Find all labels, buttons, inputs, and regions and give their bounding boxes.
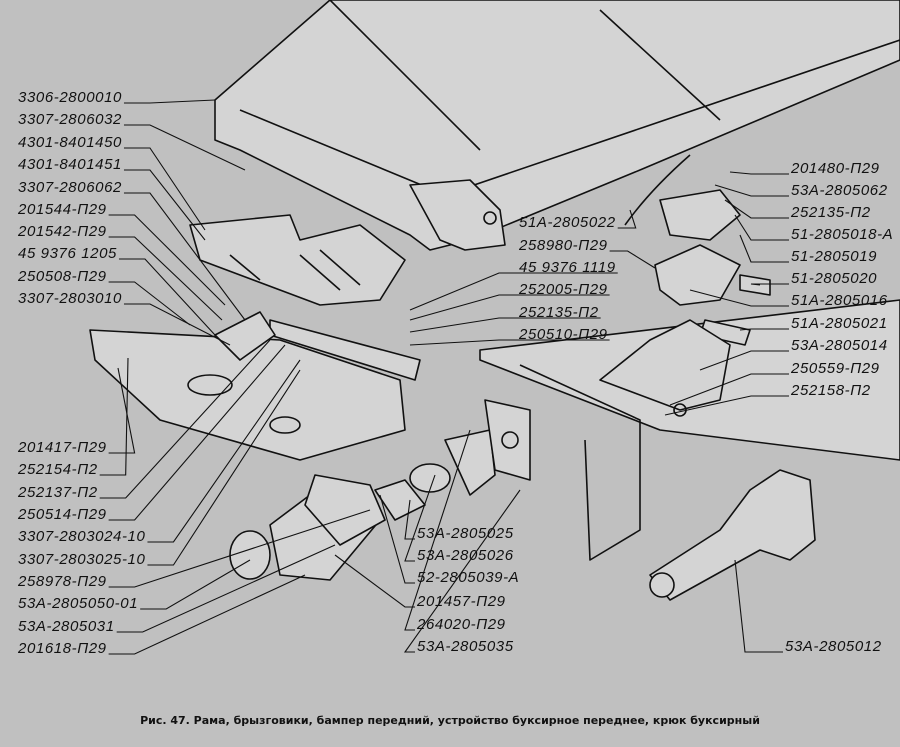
leader-line [714,184,789,197]
leader-line [750,283,789,286]
part-number-label: 51А-2805016 [791,292,888,309]
leader-line [409,339,610,346]
leader-line [140,559,251,610]
part-number-label: 252135-П2 [790,204,871,221]
leader-line [404,429,471,631]
leader-line [729,171,789,175]
leader-line [123,147,206,231]
part-number-label: 45 9376 1119 [519,259,616,276]
leader-line [689,289,789,307]
leader-line [116,544,336,633]
leader-line [108,509,371,588]
part-number-label: 45 9376 1205 [18,245,117,262]
part-number-label: 4301-8401451 [18,156,122,173]
leader-line [147,369,301,566]
part-number-label: 201457-П29 [416,593,506,610]
part-number-label: 51А-2805022 [519,214,616,231]
label-layer: 3306-2800010 3307-2806032 4301-8401450 4301… [17,89,893,657]
leader-line [123,99,216,104]
part-number-label: 201542-П29 [17,223,107,240]
mudguard-drawing [189,214,406,306]
part-number-label: 4301-8401450 [18,134,122,151]
leader-line [669,373,789,406]
part-number-label: 201480-П29 [790,160,880,177]
leader-line [617,209,637,229]
part-number-label: 53А-2805012 [785,638,882,655]
part-number-label: 252135-П2 [518,304,599,321]
part-number-label: 252137-П2 [17,484,98,501]
leader-line [108,344,286,521]
leader-line [334,554,415,608]
part-number-label: 201417-П29 [17,439,107,456]
part-number-label: 53А-2805035 [417,638,514,655]
leader-line [734,214,789,241]
leader-line [123,303,231,346]
part-number-label: 3307-2806032 [18,111,122,128]
part-number-label: 3307-2806062 [18,179,122,196]
part-number-label: 52-2805039-А [417,569,519,586]
leader-line [404,474,436,562]
part-number-label: 53А-2805025 [417,525,514,542]
leader-line [609,250,656,269]
leader-line [409,294,610,321]
part-number-label: 3306-2800010 [18,89,122,106]
part-number-label: 250559-П29 [790,360,880,377]
leader-line [123,192,246,321]
part-number-label: 258978-П29 [17,573,107,590]
leader-line [99,339,271,499]
leader-line [404,499,415,540]
part-number-label: 252005-П29 [518,281,608,298]
part-number-label: 252158-П2 [790,382,871,399]
leader-line [379,494,415,584]
leader-line [99,357,129,476]
leader-line [699,350,789,371]
part-number-label: 252154-П2 [17,461,98,478]
bumper-drawing [89,311,421,461]
part-number-label: 53А-2805050-01 [18,595,138,612]
leader-line [409,317,601,333]
leader-line [664,395,789,416]
leader-line [108,281,191,326]
leader-line [108,574,306,655]
leader-line [108,236,223,321]
figure-caption: Рис. 47. Рама, брызговики, бампер передн… [140,714,760,727]
part-number-label: 51-2805019 [791,248,877,265]
part-number-label: 201544-П29 [17,201,107,218]
leader-line [739,234,789,263]
part-number-label: 53А-2805026 [417,547,514,564]
part-number-label: 3307-2803010 [18,290,122,307]
leader-line [123,124,246,171]
part-number-label: 250508-П29 [17,268,107,285]
leader-line [409,272,618,311]
part-number-label: 51-2805018-А [791,226,893,243]
leader-line [123,169,206,241]
part-number-label: 53А-2805062 [791,182,888,199]
leader-line [734,559,783,653]
part-number-label: 53А-2805014 [791,337,888,354]
part-number-label: 264020-П29 [416,616,506,633]
part-number-label: 250514-П29 [17,506,107,523]
leader-line [108,367,136,454]
part-number-label: 51А-2805021 [791,315,888,332]
leader-line [108,214,226,306]
leader-line-layer [99,99,789,655]
part-number-label: 201618-П29 [17,640,107,657]
part-number-label: 3307-2803024-10 [18,528,145,545]
part-number-label: 51-2805020 [791,270,877,287]
hook-drawing [599,154,816,601]
part-number-label: 53А-2805031 [18,618,115,635]
leader-line [147,359,301,543]
leader-line [118,258,216,336]
leader-line [403,489,521,653]
leader-line [739,328,789,331]
part-number-label: 3307-2803025-10 [18,551,145,568]
part-number-label: 258980-П29 [518,237,608,254]
part-number-label: 250510-П29 [518,326,608,343]
leader-line [724,199,789,219]
